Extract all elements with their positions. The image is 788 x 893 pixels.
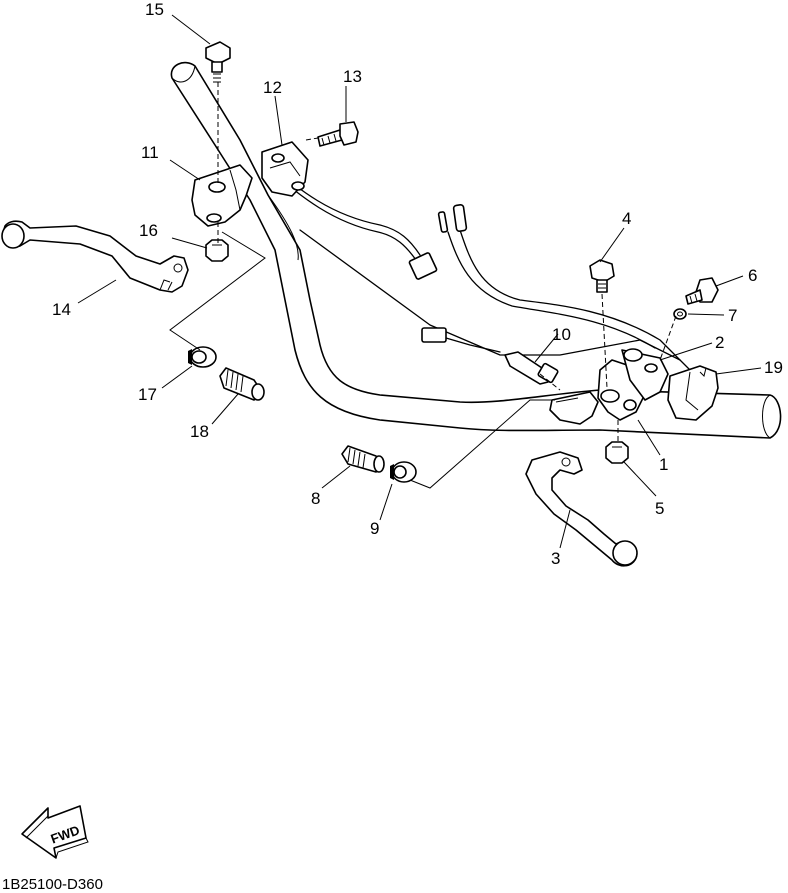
right-guide-lines bbox=[409, 315, 677, 489]
callout-9: 9 bbox=[370, 519, 379, 538]
callout-19: 19 bbox=[764, 358, 783, 377]
callout-5: 5 bbox=[655, 499, 664, 518]
callout-10: 10 bbox=[552, 325, 571, 344]
callout-12: 12 bbox=[263, 78, 282, 97]
callout-13: 13 bbox=[343, 67, 362, 86]
left-guide-lines bbox=[169, 82, 319, 351]
left-lever-holder bbox=[191, 164, 253, 227]
callout-16: 16 bbox=[139, 221, 158, 240]
callout-8: 8 bbox=[311, 489, 320, 508]
bolt-6 bbox=[685, 277, 719, 305]
drawing-code: 1B25100-D360 bbox=[2, 876, 103, 893]
bolt-4 bbox=[589, 259, 615, 389]
callout-3: 3 bbox=[551, 549, 560, 568]
callout-17: 17 bbox=[138, 385, 157, 404]
clamp-2 bbox=[621, 348, 669, 401]
callout-7: 7 bbox=[728, 306, 737, 325]
callout-1: 1 bbox=[659, 455, 668, 474]
callout-2: 2 bbox=[715, 333, 724, 352]
locknut-17 bbox=[188, 346, 217, 368]
callout-4: 4 bbox=[622, 209, 631, 228]
cable-adjuster bbox=[504, 351, 559, 385]
left-bracket-clamp bbox=[261, 141, 309, 197]
adjuster-18 bbox=[219, 367, 265, 401]
switch-19 bbox=[667, 365, 719, 421]
bolt-15 bbox=[205, 41, 231, 83]
washer-7 bbox=[673, 308, 687, 320]
clutch-lever bbox=[525, 451, 638, 567]
callout-6: 6 bbox=[748, 266, 757, 285]
adjuster-8 bbox=[341, 445, 385, 473]
nut-16 bbox=[205, 239, 229, 262]
callout-15: 15 bbox=[145, 0, 164, 19]
callout-labels: 15 13 12 11 16 14 17 18 4 6 7 2 19 10 1 … bbox=[52, 0, 783, 568]
callout-18: 18 bbox=[190, 422, 209, 441]
handlebar bbox=[170, 61, 782, 439]
bolt-13 bbox=[317, 121, 359, 147]
locknut-9 bbox=[390, 461, 417, 483]
wire-harness bbox=[269, 164, 691, 371]
nut-5 bbox=[605, 441, 629, 464]
leader-lines bbox=[77, 14, 762, 549]
callout-11: 11 bbox=[141, 143, 159, 162]
left-brake-lever bbox=[1, 220, 189, 293]
callout-14: 14 bbox=[52, 300, 71, 319]
fwd-arrow-icon: FWD bbox=[21, 805, 89, 859]
